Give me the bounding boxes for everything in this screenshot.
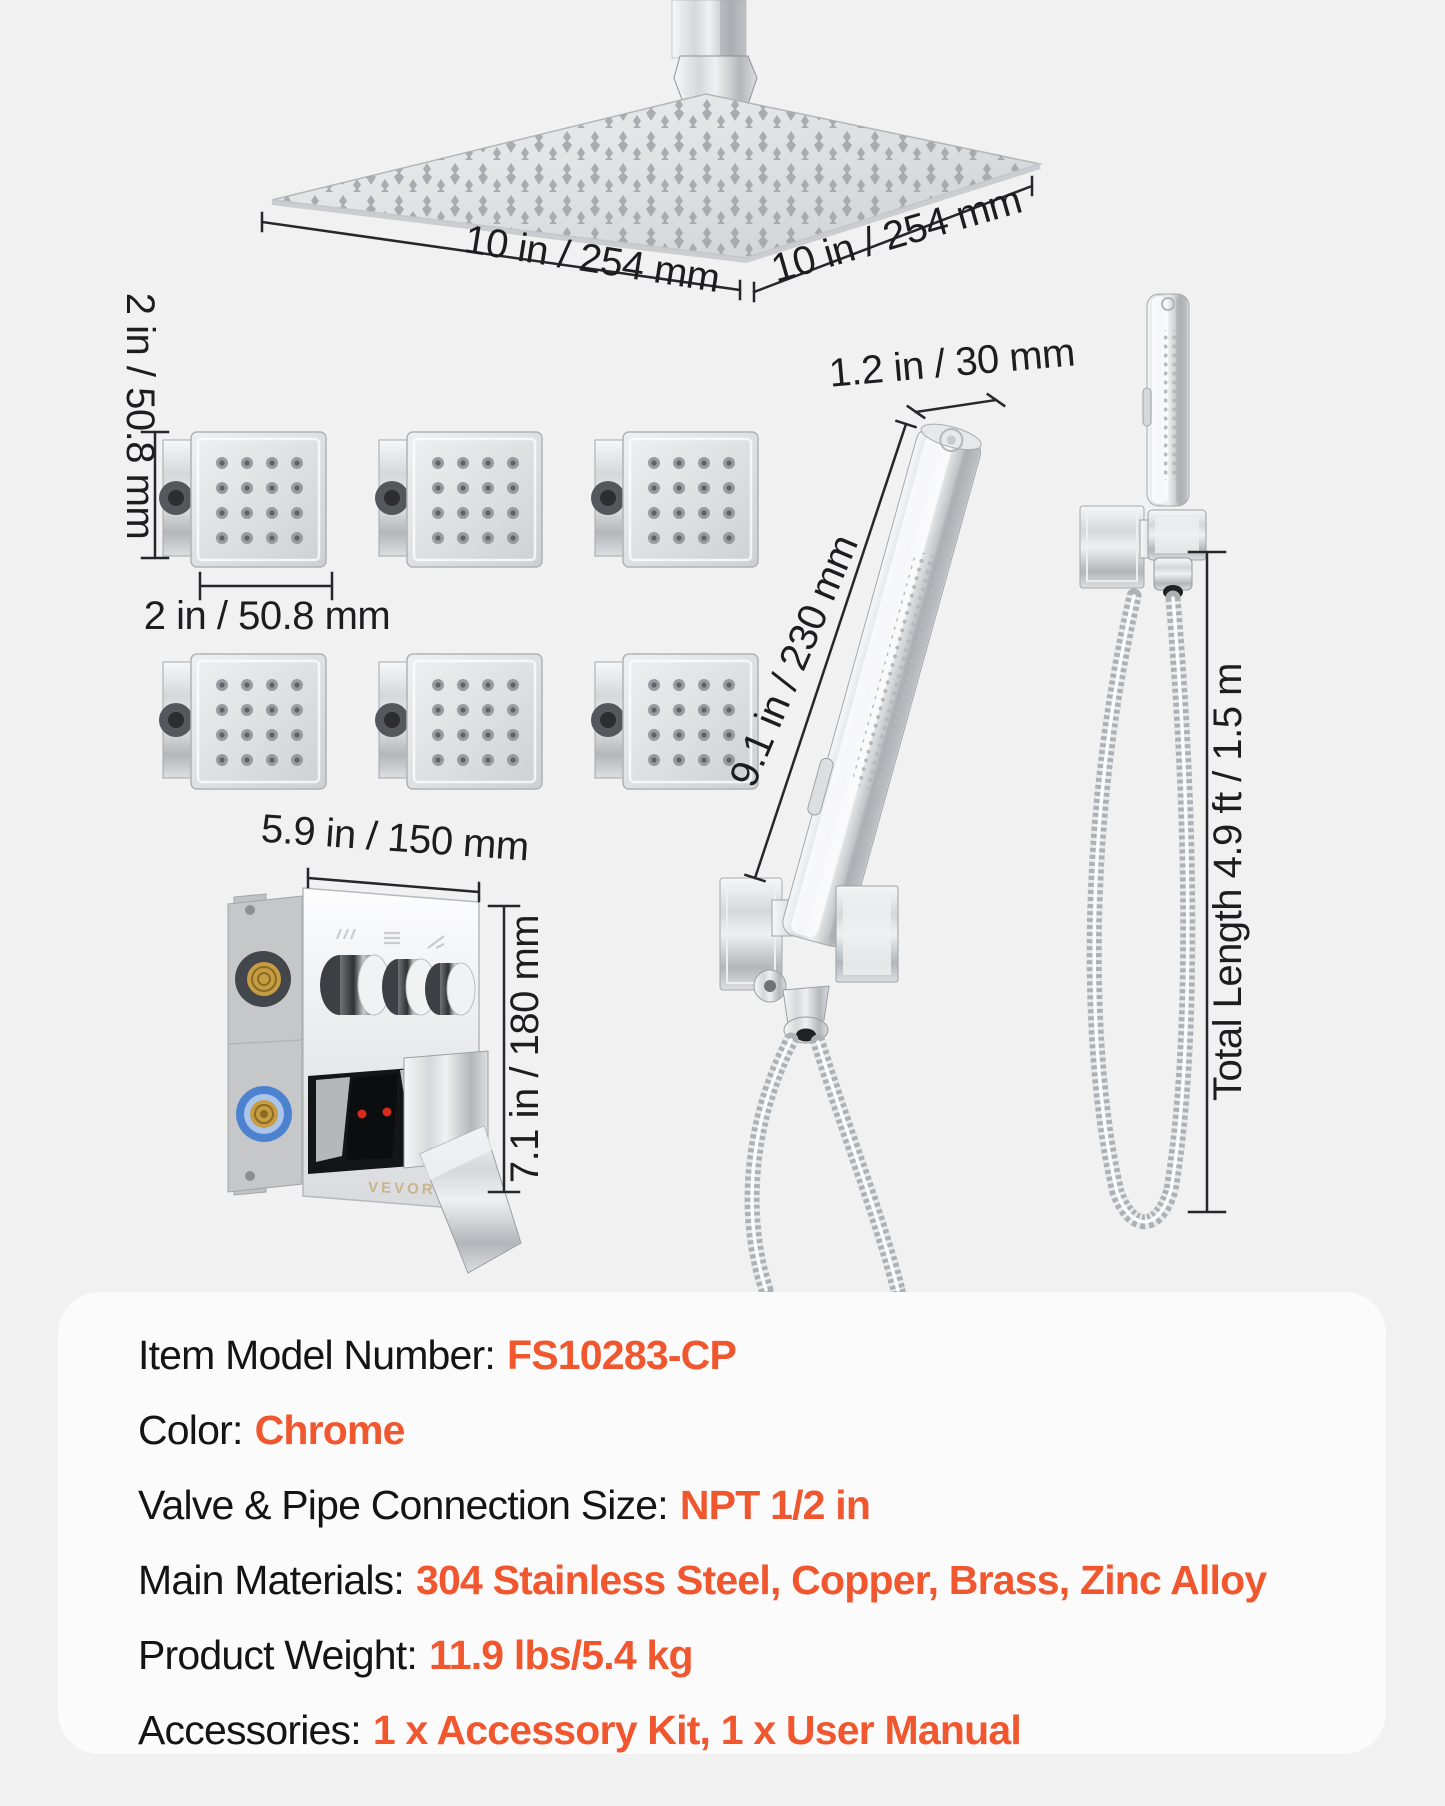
- spec-value: 1 x Accessory Kit, 1 x User Manual: [372, 1707, 1022, 1753]
- body-jet: [157, 652, 328, 791]
- jets-mode-icon: [384, 931, 400, 945]
- valve-mode-buttons: [320, 954, 476, 1016]
- body-jets: 2 in / 50.8 mm 2 in / 50.8 mm: [118, 293, 760, 791]
- handheld-diameter-label: 1.2 in / 30 mm: [827, 330, 1076, 395]
- spec-row-materials: Main Materials:304 Stainless Steel, Copp…: [138, 1543, 1346, 1618]
- spec-row-color: Color:Chrome: [138, 1393, 1346, 1468]
- stored-handheld-wand: [1142, 293, 1190, 507]
- rain-shower-head: [271, 93, 1043, 264]
- spec-row-weight: Product Weight:11.9 lbs/5.4 kg: [138, 1618, 1346, 1693]
- spec-row-connection: Valve & Pipe Connection Size:NPT 1/2 in: [138, 1468, 1346, 1543]
- handheld-shower-wand: [782, 423, 982, 947]
- valve-width-label: 5.9 in / 150 mm: [260, 807, 531, 870]
- valve-lever-handle: [419, 1125, 522, 1274]
- product-illustration: 10 in / 254 mm 10 in / 254 mm 2 in / 50.…: [118, 0, 1250, 1298]
- upper-inlet-port: [235, 951, 291, 1007]
- spec-row-accessories: Accessories:1 x Accessory Kit, 1 x User …: [138, 1693, 1346, 1768]
- rough-in-valve-box: [227, 893, 303, 1196]
- spec-label: Valve & Pipe Connection Size:: [138, 1482, 669, 1528]
- spec-label: Product Weight:: [138, 1632, 418, 1678]
- handheld-hose: [744, 1032, 906, 1298]
- jet-height-label: 2 in / 50.8 mm: [118, 293, 162, 539]
- jet-height-dimension: 2 in / 50.8 mm: [118, 293, 170, 560]
- body-jet: [373, 652, 544, 791]
- handheld-holder-block: [835, 885, 899, 983]
- wand-mode-button: [807, 757, 834, 816]
- lower-inlet-port: [236, 1086, 292, 1142]
- bracket-clamp: [1147, 509, 1207, 599]
- mixer-valve: VEVOR 5.9 in / 150 mm 7.1 in / 180 mm: [227, 807, 547, 1274]
- spec-value: FS10283-CP: [507, 1332, 737, 1378]
- handheld-mode-icon: [427, 935, 445, 949]
- spec-card: Item Model Number:FS10283-CP Color:Chrom…: [58, 1292, 1386, 1754]
- valve-brand-logo: VEVOR: [368, 1179, 436, 1198]
- jet-width-label: 2 in / 50.8 mm: [144, 594, 390, 638]
- spec-value: Chrome: [254, 1407, 406, 1453]
- spec-label: Color:: [138, 1407, 243, 1453]
- spec-row-model: Item Model Number:FS10283-CP: [138, 1318, 1346, 1393]
- hose-length-dimension: Total Length 4.9 ft / 1.5 m: [1187, 550, 1250, 1214]
- spec-label: Accessories:: [138, 1707, 362, 1753]
- wand-spray-face: [1164, 330, 1186, 480]
- spec-label: Item Model Number:: [138, 1332, 496, 1378]
- valve-width-dimension: 5.9 in / 150 mm: [260, 807, 531, 903]
- jet-width-dimension: 2 in / 50.8 mm: [144, 571, 391, 638]
- wall-bracket-assembly: Total Length 4.9 ft / 1.5 m: [1079, 293, 1250, 1230]
- valve-button: [425, 962, 476, 1016]
- body-jet: [373, 430, 544, 569]
- wand-mode-button: [1142, 387, 1152, 427]
- shower-hose-loop: [1086, 588, 1196, 1230]
- body-jet: [589, 430, 760, 569]
- spec-value: NPT 1/2 in: [679, 1482, 871, 1528]
- rain-mode-icon: [335, 928, 357, 940]
- valve-height-dimension: 7.1 in / 180 mm: [487, 904, 547, 1194]
- handheld-diameter-dimension: 1.2 in / 30 mm: [827, 330, 1077, 420]
- wand-spray-face: [853, 552, 946, 791]
- indicator-dot: [382, 1107, 392, 1117]
- valve-button: [320, 954, 391, 1016]
- body-jet: [157, 430, 328, 569]
- rain-shower-head-assembly: 10 in / 254 mm 10 in / 254 mm: [260, 0, 1043, 303]
- valve-height-label: 7.1 in / 180 mm: [503, 915, 547, 1183]
- spec-value: 304 Stainless Steel, Copper, Brass, Zinc…: [415, 1557, 1267, 1603]
- handheld-shower-assembly: 1.2 in / 30 mm 9.1 in / 230 mm: [719, 330, 1077, 1298]
- hose-length-label: Total Length 4.9 ft / 1.5 m: [1206, 663, 1250, 1101]
- indicator-dot: [357, 1109, 367, 1119]
- spec-label: Main Materials:: [138, 1557, 405, 1603]
- spec-value: 11.9 lbs/5.4 kg: [428, 1632, 694, 1678]
